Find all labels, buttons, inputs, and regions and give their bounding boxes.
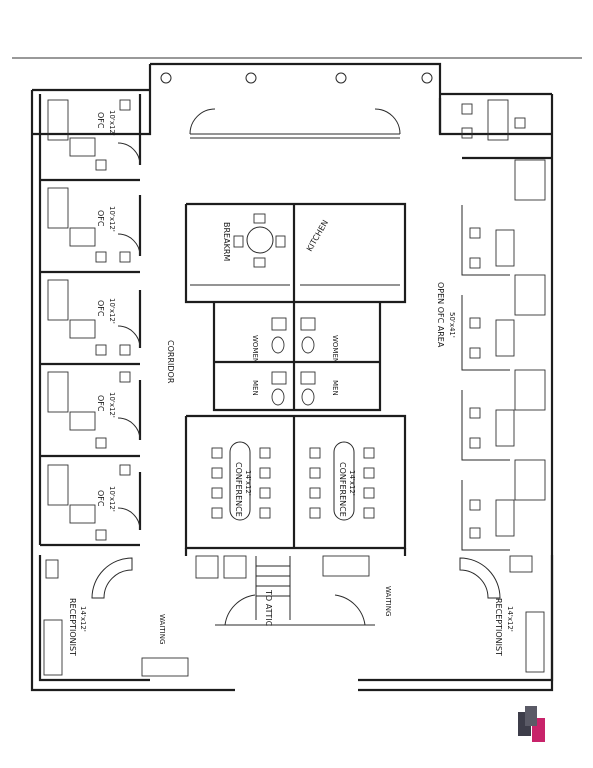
kitchen-label: KITCHEN (305, 218, 330, 253)
conference-right-label: CONFERENCE (338, 462, 347, 517)
conference-right-size: 14'x12' (348, 470, 356, 496)
office-4-size: 10'x12' (108, 392, 116, 418)
corridor-label: CORRIDOR (166, 340, 175, 384)
restroom-men-right-label: MEN (331, 380, 339, 396)
office-4-label: OFC (96, 395, 105, 412)
office-3: OFC 10'x12' (47, 279, 131, 356)
office-1-label: OFC (96, 112, 105, 129)
office-1: OFC 10'x12' (47, 99, 131, 171)
office-3-label: OFC (96, 300, 105, 317)
office-5: OFC 10'x12' (47, 464, 131, 541)
reception-left-size: 14'x12' (79, 606, 87, 632)
office-4: OFC 10'x12' (47, 371, 131, 449)
office-2-label: OFC (96, 210, 105, 227)
office-2-size: 10'x12' (108, 206, 116, 232)
waiting-right-label: WAITING (384, 586, 392, 616)
open-area-label: OPEN OFC AREA (436, 282, 445, 348)
conference-right: CONFERENCE 14'x12' (309, 441, 375, 521)
restroom-women-left-label: WOMEN (251, 335, 259, 363)
conference-left: CONFERENCE 14'x12' (211, 441, 271, 521)
conference-left-size: 14'x12' (244, 470, 252, 496)
waiting-left-label: WAITING (158, 614, 166, 644)
restroom-women-right-label: WOMEN (331, 335, 339, 363)
exterior-walls (30, 62, 554, 692)
office-5-label: OFC (96, 490, 105, 507)
reception-left-label: RECEPTIONIST (68, 598, 77, 656)
brand-logo (518, 706, 545, 742)
restroom-men-left-label: MEN (251, 380, 259, 396)
reception-right: RECEPTIONIST 14'x12' WAITING (322, 555, 554, 682)
breakroom-table (246, 226, 274, 254)
attic-label: TO ATTIC (264, 589, 273, 627)
office-2: OFC 10'x12' (47, 187, 131, 263)
reception-right-size: 14'x12' (506, 606, 514, 632)
conference-left-label: CONFERENCE (234, 462, 243, 517)
open-office-area: OPEN OFC AREA 50'x41' (436, 98, 552, 551)
office-5-size: 10'x12' (108, 486, 116, 512)
front-entry: TO ATTIC (184, 548, 407, 627)
porch-columns (160, 72, 433, 139)
left-office-stack: OFC 10'x12' OFC 10'x12' OFC 10'x12' OFC … (38, 94, 142, 547)
reception-right-label: RECEPTIONIST (494, 598, 503, 656)
office-3-size: 10'x12' (108, 298, 116, 324)
breakroom-label: BREAKRM (222, 222, 231, 261)
open-area-size: 50'x41' (448, 312, 456, 338)
reception-left: RECEPTIONIST 14'x12' WAITING (38, 555, 189, 682)
office-1-size: 10'x12' (108, 110, 116, 136)
central-core: BREAKRM KITCHEN WOMEN WOMEN MEN MEN CONF… (184, 202, 407, 550)
